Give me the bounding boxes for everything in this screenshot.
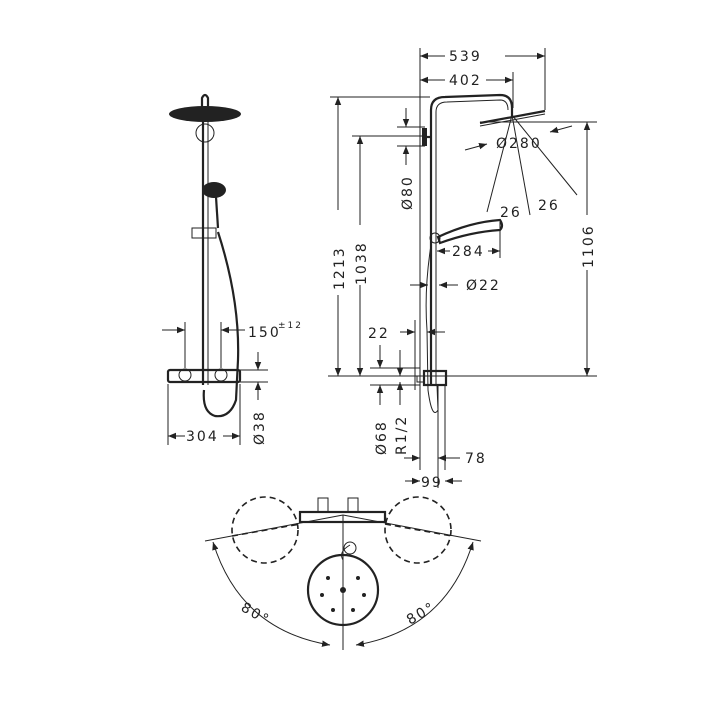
riser-pipe-front [429,93,514,385]
dim-1038: 1038 [354,241,370,285]
top-view: 80° 80° [204,496,482,650]
dim-22-pipe: Ø22 [466,278,501,294]
angle-arc-right [355,541,474,647]
side-view: 150 ±12 Ø38 304 [162,93,303,445]
dim-150: 150 [248,325,281,341]
hand-shower-front [429,218,504,245]
dim-78: 78 [465,451,487,467]
hose [202,231,240,418]
dim-1213: 1213 [332,246,348,290]
dim-38: Ø38 [252,410,268,445]
dim-68: Ø68 [374,420,390,455]
dim-99: 99 [421,475,443,491]
dim-284: 284 [452,244,485,260]
angle-arc-left [212,541,331,647]
dim-304: 304 [186,429,219,445]
hand-shower-side [191,182,226,239]
dim-280: Ø280 [496,136,542,152]
wall-bracket [422,128,427,146]
angle-right: 80° [404,599,439,628]
thermostat-mixer-side [166,368,242,384]
dim-80: Ø80 [400,175,416,210]
overhead-shower-side [169,93,241,143]
front-view: 539 402 Ø280 26 26 Ø80 284 Ø22 [328,48,597,491]
dim-22: 22 [368,326,390,342]
dim-26-a: 26 [500,205,522,221]
angle-left: 80° [238,600,273,629]
dim-150-tolerance: ±12 [278,321,303,331]
dim-r1-2: R1/2 [394,415,410,455]
dim-402: 402 [449,73,482,89]
dim-539: 539 [449,49,482,65]
dim-1106: 1106 [581,224,597,268]
dim-26-b: 26 [538,198,560,214]
